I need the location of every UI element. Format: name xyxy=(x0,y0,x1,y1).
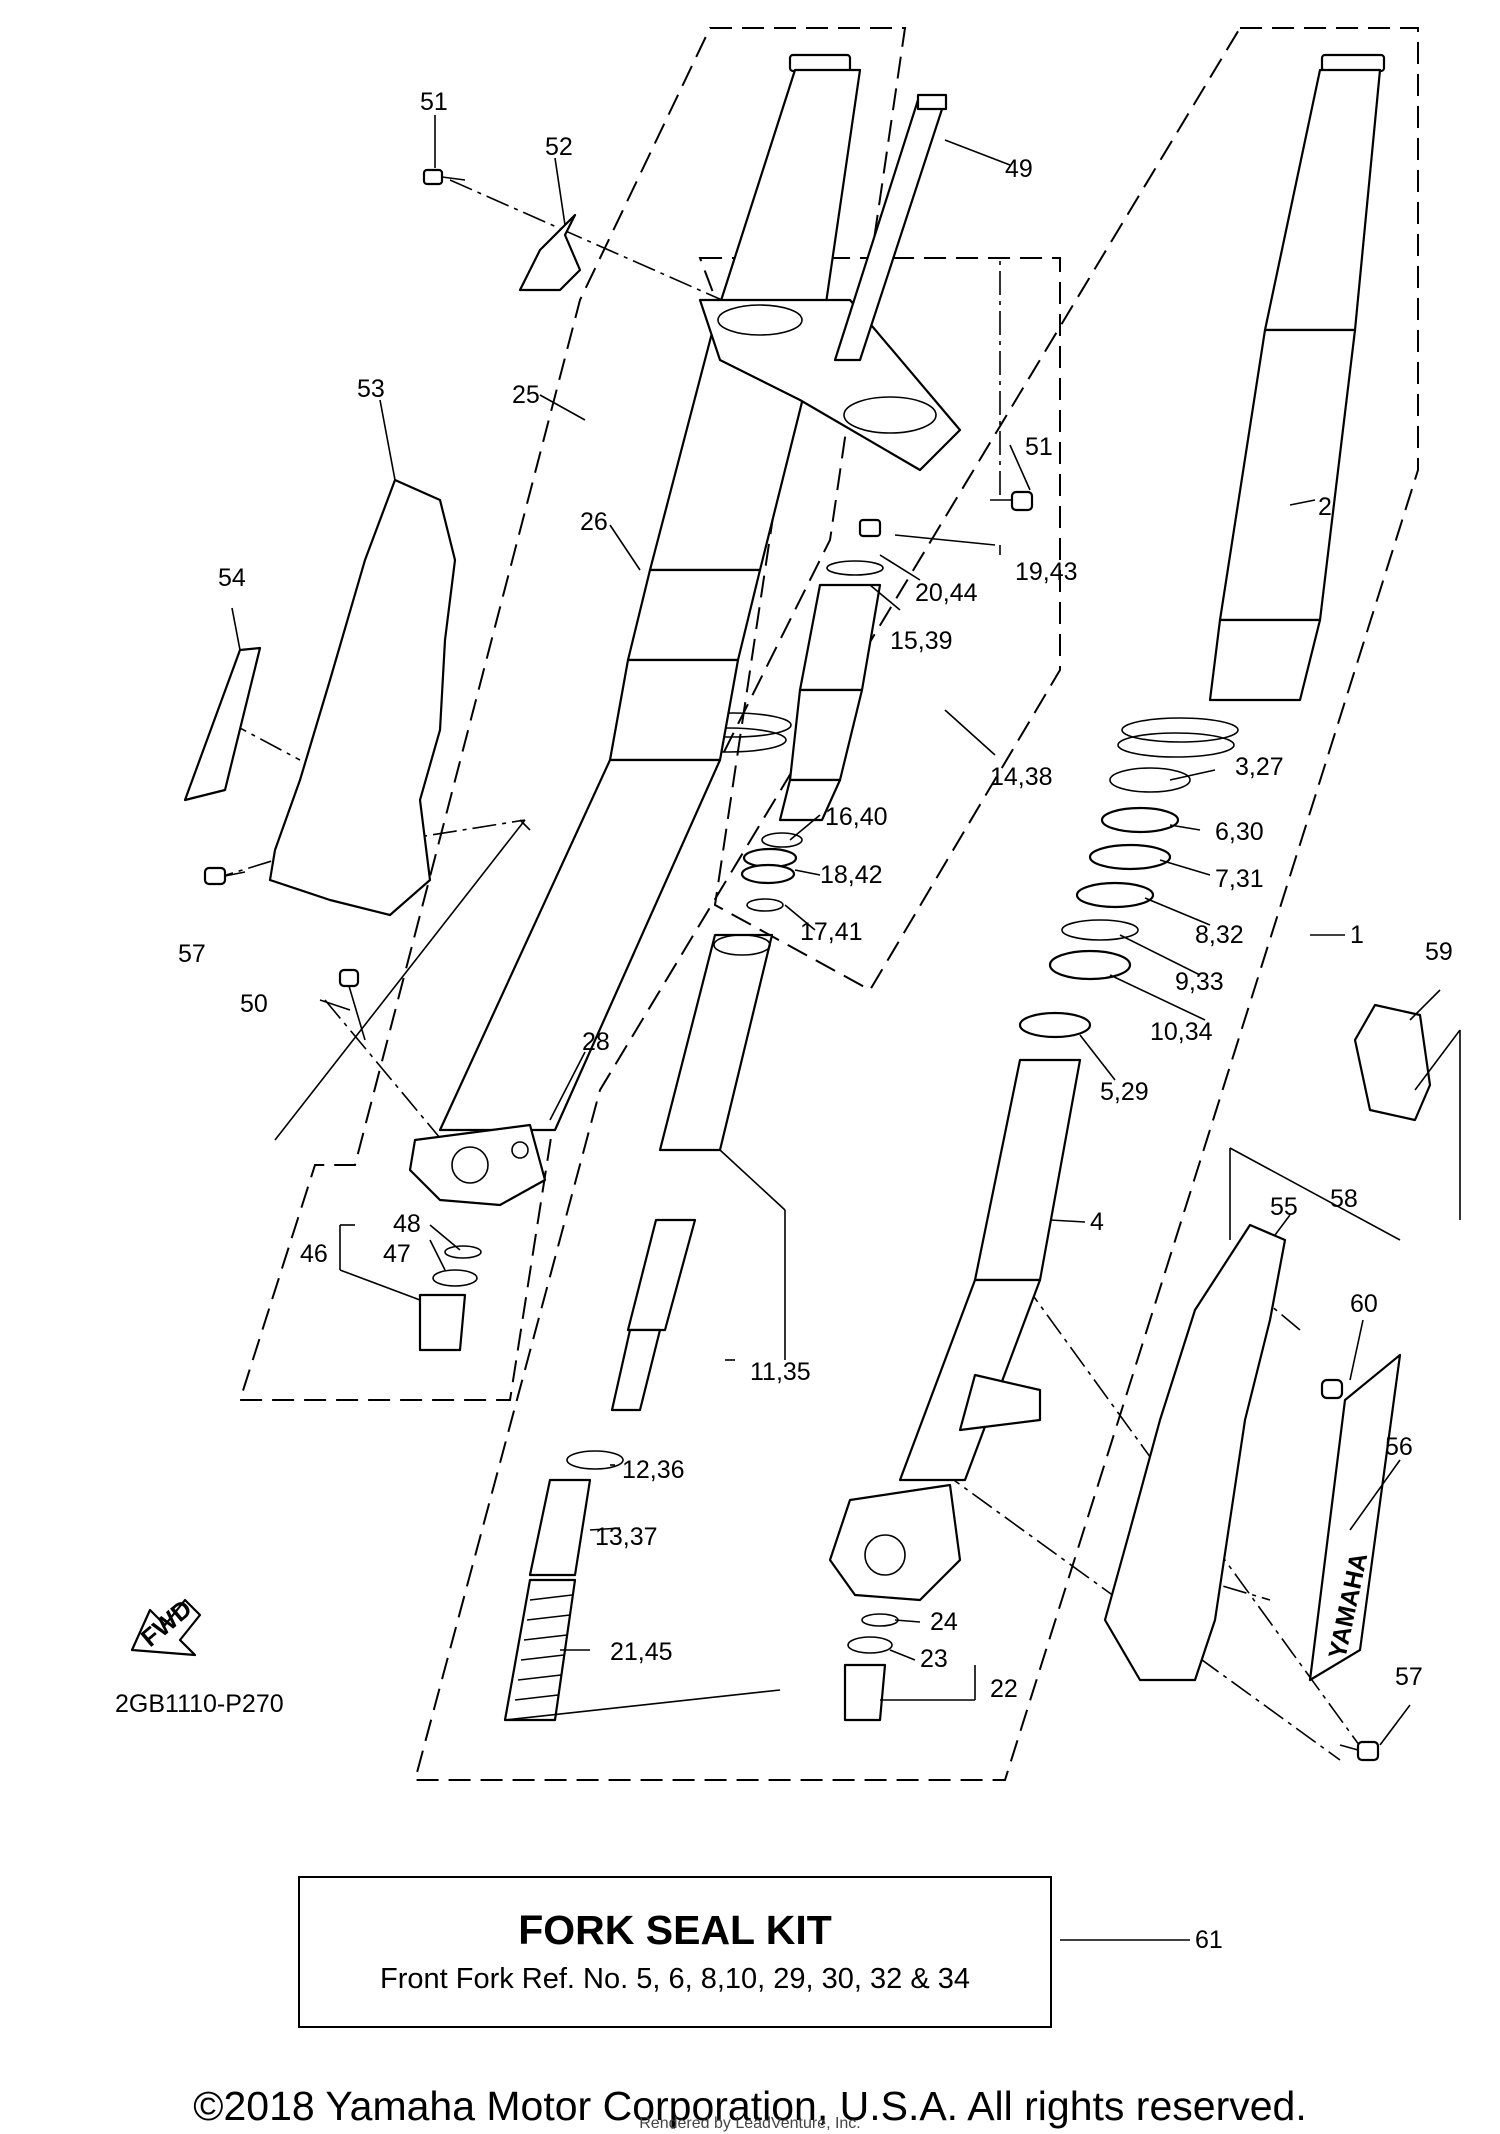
label-55: 55 xyxy=(1270,1193,1298,1221)
label-61: 61 xyxy=(1195,1926,1223,1954)
label-9-33: 9,33 xyxy=(1175,968,1224,996)
drawing-code: 2GB1110-P270 xyxy=(115,1690,284,1718)
left-fork-axle-bracket xyxy=(408,1123,547,1207)
right-fork-drain-bolt xyxy=(843,1613,899,1722)
right-fork-axle-bracket xyxy=(828,1483,962,1602)
copyright-notice: ©2018 Yamaha Motor Corporation, U.S.A. A… xyxy=(193,2083,1307,2129)
label-20-44: 20,44 xyxy=(915,579,978,607)
damper-cartridge-top xyxy=(740,518,884,912)
label-46: 46 xyxy=(300,1240,328,1268)
label-50: 50 xyxy=(240,990,268,1018)
label-57-left: 57 xyxy=(178,940,206,968)
label-59: 59 xyxy=(1425,938,1453,966)
label-51-mid: 51 xyxy=(1025,433,1053,461)
right-fork-seal-stack xyxy=(1018,767,1191,1039)
label-12-36: 12,36 xyxy=(622,1456,685,1484)
forward-arrow: FWD xyxy=(130,1595,202,1657)
kit-title: FORK SEAL KIT xyxy=(518,1907,832,1953)
assembly-outlines xyxy=(238,27,1419,1781)
label-8-32: 8,32 xyxy=(1195,921,1244,949)
label-24: 24 xyxy=(930,1608,958,1636)
label-5-29: 5,29 xyxy=(1100,1078,1149,1106)
label-6-30: 6,30 xyxy=(1215,818,1264,846)
left-fork-outer-tube xyxy=(438,53,862,1132)
label-57-right: 57 xyxy=(1395,1663,1423,1691)
label-15-39: 15,39 xyxy=(890,627,953,655)
cable-guide-bracket xyxy=(422,168,582,292)
label-18-42: 18,42 xyxy=(820,861,883,889)
label-7-31: 7,31 xyxy=(1215,865,1264,893)
label-22: 22 xyxy=(990,1675,1018,1703)
label-51-top: 51 xyxy=(420,88,448,116)
right-fork-inner-tube xyxy=(898,1058,1082,1482)
label-25: 25 xyxy=(512,381,540,409)
label-2: 2 xyxy=(1318,493,1332,521)
label-1: 1 xyxy=(1350,921,1364,949)
label-52: 52 xyxy=(545,133,573,161)
kit-description: Front Fork Ref. No. 5, 6, 8,10, 29, 30, … xyxy=(380,1963,970,1995)
label-21-45: 21,45 xyxy=(610,1638,673,1666)
damper-lower-parts xyxy=(503,1478,592,1722)
label-26: 26 xyxy=(580,508,608,536)
label-54: 54 xyxy=(218,564,246,592)
label-19-43: 19,43 xyxy=(1015,558,1078,586)
label-14-38: 14,38 xyxy=(990,763,1053,791)
label-53: 53 xyxy=(357,375,385,403)
part-labels: 51 52 49 53 25 51 2 26 19,43 54 20,44 15… xyxy=(115,88,1453,1954)
label-47: 47 xyxy=(383,1240,411,1268)
left-fork-guard xyxy=(183,478,457,917)
label-60: 60 xyxy=(1350,1290,1378,1318)
right-fork-outer-tube xyxy=(1117,53,1386,758)
rendered-by-credit: Rendered by LeadVenture, Inc. xyxy=(639,2115,861,2132)
fork-seal-kit-box: FORK SEAL KIT Front Fork Ref. No. 5, 6, … xyxy=(298,1876,1052,2028)
fasteners xyxy=(338,490,1380,1762)
label-16-40: 16,40 xyxy=(825,803,888,831)
label-56: 56 xyxy=(1385,1433,1413,1461)
label-49: 49 xyxy=(1005,155,1033,183)
label-11-35: 11,35 xyxy=(750,1358,811,1386)
left-fork-clamp-triple xyxy=(698,298,962,472)
fork-protector-clip xyxy=(1353,1003,1432,1122)
damper-rod-assembly xyxy=(566,933,774,1470)
label-28: 28 xyxy=(582,1028,610,1056)
label-3-27: 3,27 xyxy=(1235,753,1284,781)
label-23: 23 xyxy=(920,1645,948,1673)
label-48: 48 xyxy=(393,1210,421,1238)
label-4: 4 xyxy=(1090,1208,1104,1236)
label-10-34: 10,34 xyxy=(1150,1018,1213,1046)
label-17-41: 17,41 xyxy=(800,918,863,946)
label-58: 58 xyxy=(1330,1185,1358,1213)
steering-stem xyxy=(833,93,948,362)
leader-lines xyxy=(231,115,1461,1941)
left-fork-drain-bolt xyxy=(418,1245,482,1352)
label-13-37: 13,37 xyxy=(595,1523,658,1551)
